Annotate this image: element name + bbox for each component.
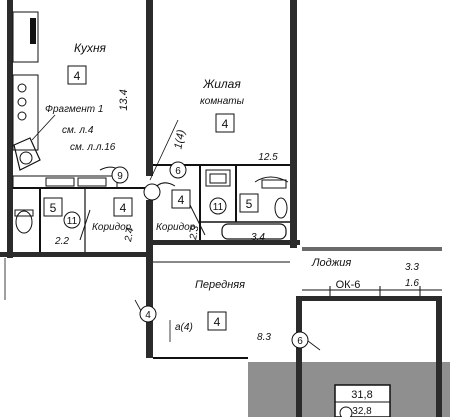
- corridor-left-class: 4: [120, 201, 127, 215]
- bubble-center: [143, 183, 161, 201]
- tag-upper: 1(4): [172, 128, 187, 150]
- corridor-mid-name: Коридор: [156, 222, 196, 233]
- bubble-11-bath: [209, 197, 227, 215]
- svg-text:11: 11: [67, 216, 78, 227]
- wall-bottom-left: [0, 252, 150, 257]
- kitchen-class: 4: [74, 69, 81, 83]
- hall-name: Передняя: [195, 279, 245, 291]
- hall-class: 4: [214, 315, 221, 329]
- bubble-6-bottom: [291, 331, 309, 349]
- wall-loggia-right: [436, 300, 442, 417]
- loggia-area-bottom: 1.6: [405, 278, 419, 289]
- bath-upper-class: 5: [246, 197, 253, 211]
- living-area: 12.5: [258, 152, 278, 163]
- wall-center-lower: [146, 200, 153, 358]
- note-fragment: Фрагмент 1: [45, 104, 103, 115]
- note-see-sheet: см. л.л.16: [70, 142, 116, 153]
- living-name-1: Жилая: [202, 77, 241, 91]
- wall-right-lower: [296, 300, 302, 417]
- stamp-area-bottom: 32,8: [352, 406, 372, 417]
- hall-area: 8.3: [257, 332, 271, 343]
- bubble-6-top: [169, 161, 187, 179]
- bath-lower-area: 3.4: [251, 232, 265, 243]
- note-fragment-ref: см. л.4: [62, 125, 94, 136]
- kitchen-name: Кухня: [74, 41, 107, 55]
- corridor-left-name: Коридор: [92, 222, 132, 233]
- bubble-4: [139, 305, 157, 323]
- loggia-area-top: 3.3: [405, 262, 419, 273]
- stamp-area-top: 31,8: [351, 389, 372, 401]
- svg-text:6: 6: [175, 166, 181, 177]
- svg-text:9: 9: [117, 171, 123, 182]
- loggia-window: ОК-6: [336, 279, 361, 291]
- bubble-11-wc: [63, 211, 81, 229]
- living-name-2: комнаты: [200, 96, 245, 107]
- corridor-mid-class: 4: [178, 193, 185, 207]
- svg-text:6: 6: [297, 336, 303, 347]
- loggia-name: Лоджия: [311, 257, 351, 269]
- corridor-mid-area: 2.3: [188, 224, 201, 241]
- living-class: 4: [222, 117, 229, 131]
- kitchen-area: 13.4: [118, 89, 130, 110]
- bubble-9: [111, 166, 129, 184]
- tag-lower: а(4): [175, 322, 193, 333]
- wall-right-upper: [290, 0, 297, 248]
- wall-hall-top: [150, 240, 300, 245]
- wc-class: 5: [50, 201, 57, 215]
- wc-area: 2.2: [54, 236, 69, 247]
- svg-text:4: 4: [145, 310, 151, 321]
- wall-center: [146, 0, 153, 176]
- wall-left: [7, 0, 13, 258]
- svg-text:11: 11: [213, 202, 224, 213]
- wall-loggia-bottom: [296, 296, 442, 301]
- corridor-left-area: 2.4: [123, 226, 136, 243]
